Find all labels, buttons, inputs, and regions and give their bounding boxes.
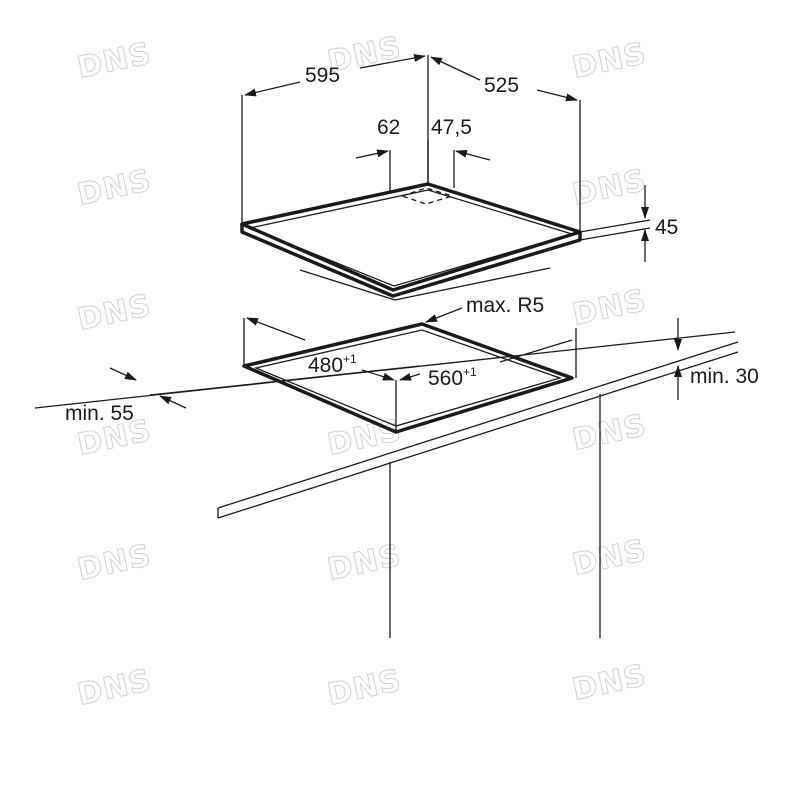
watermark-logo: DNS <box>569 163 649 213</box>
dim-line-width <box>359 54 426 69</box>
countertop-front-edge-lower <box>217 351 739 519</box>
dimension-label-height: 45 <box>655 216 678 239</box>
cutout-depth-tolerance: +1 <box>343 352 357 366</box>
dimension-label-depth: 525 <box>484 74 519 97</box>
dimension-label-width: 595 <box>305 64 340 87</box>
leader-corner-radius <box>425 307 463 323</box>
watermark-logo: DNS <box>569 283 649 333</box>
dimension-label-min-countertop: min. 30 <box>690 365 759 388</box>
hob-plate-bevel <box>247 189 575 287</box>
dimension-label-corner-radius: max. R5 <box>466 294 544 317</box>
dim-line-cutout-width <box>499 339 573 363</box>
dim-line-min-front <box>159 395 187 409</box>
cutout-width-value: 560 <box>428 367 463 390</box>
hob-underside-line <box>299 267 551 301</box>
watermark-logo: DNS <box>74 163 154 213</box>
hob-plate-edge <box>240 224 582 298</box>
dimension-label-burner-left: 62 <box>377 116 400 139</box>
cutout-width-tolerance: +1 <box>463 365 477 379</box>
watermark-logo: DNS <box>569 658 649 708</box>
cutout-depth-value: 480 <box>308 354 343 377</box>
dim-line-depth <box>430 56 481 81</box>
watermark-logo: DNS <box>324 538 404 588</box>
dim-line-cutout-depth <box>361 369 395 381</box>
watermark-layer: DNS DNS DNS DNS DNS DNS DNS DNS DNS DNS … <box>74 30 650 714</box>
watermark-logo: DNS <box>74 663 154 713</box>
hob-drawing: 595 525 62 47,5 45 <box>240 54 678 301</box>
dim-line-min-front <box>109 367 137 381</box>
watermark-logo: DNS <box>324 413 404 463</box>
dim-line-burner-left <box>355 149 389 159</box>
dimension-label-cutout-depth: 480+1 <box>308 352 357 377</box>
watermark-logo: DNS <box>324 663 404 713</box>
watermark-logo: DNS <box>569 408 649 458</box>
ext-line-height-top <box>579 219 651 233</box>
dim-line-burner-right <box>455 149 491 161</box>
watermark-logo: DNS <box>74 288 154 338</box>
dim-line-depth <box>536 89 578 102</box>
dimension-label-min-front: min. 55 <box>65 402 134 425</box>
hob-plate-outline <box>240 182 582 292</box>
dim-line-cutout-width <box>399 373 421 381</box>
watermark-logo: DNS <box>569 36 649 86</box>
countertop-cutout <box>242 322 574 434</box>
dimension-label-cutout-width: 560+1 <box>428 365 477 390</box>
watermark-logo: DNS <box>74 36 154 86</box>
countertop-front-edge <box>217 341 739 509</box>
dimension-label-burner-right: 47,5 <box>431 116 472 139</box>
dim-line-cutout-top <box>246 317 306 341</box>
countertop-drawing: max. R5 480+1 560+1 min. 55 min. 30 <box>34 294 759 638</box>
ext-line-height-bottom <box>579 227 651 241</box>
watermark-logo: DNS <box>569 533 649 583</box>
watermark-logo: DNS <box>74 538 154 588</box>
dim-line-width <box>244 81 301 97</box>
countertop-cutout-inner <box>253 329 563 427</box>
